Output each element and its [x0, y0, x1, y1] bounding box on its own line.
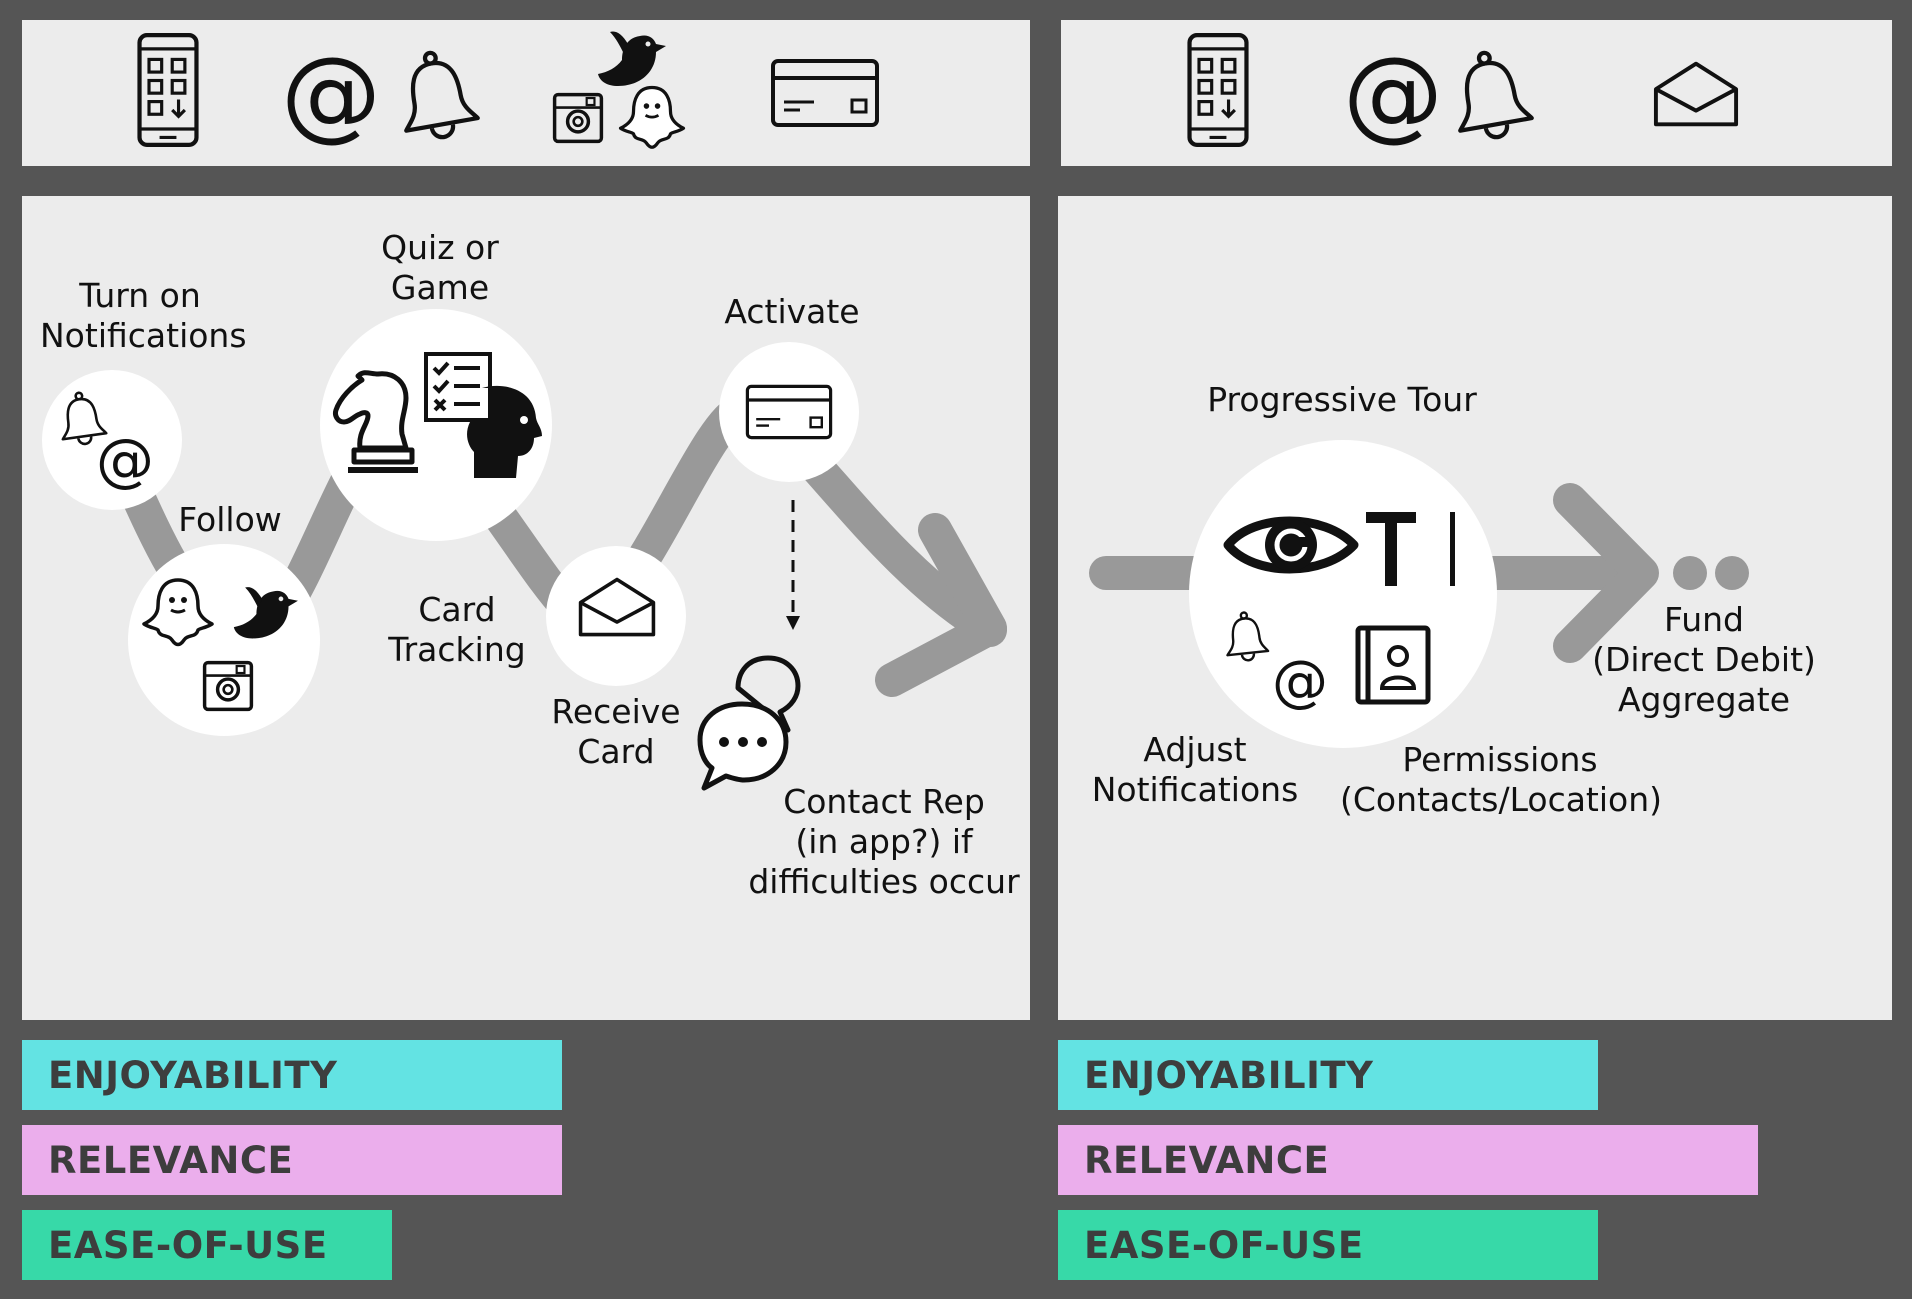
metric-label: RELEVANCE — [1084, 1139, 1330, 1182]
svg-text:@: @ — [1343, 35, 1443, 152]
node-progressive-tour — [1189, 440, 1497, 748]
label-progressive-tour: Progressive Tour — [1207, 380, 1477, 419]
label-permissions: Permissions (Contacts/Location) — [1340, 740, 1663, 819]
node-notifications — [42, 370, 182, 510]
label-quiz-or-game: Quiz or Game — [381, 228, 499, 307]
node-activate — [719, 342, 859, 482]
label-contact-rep: Contact Rep (in app?) if difficulties oc… — [748, 782, 1020, 901]
checklist-head-icon — [424, 352, 542, 478]
left-arrow-head — [875, 513, 1007, 697]
eye-icon — [1223, 516, 1359, 574]
text-cursor-icon — [1366, 512, 1455, 586]
continuation-dot — [1673, 556, 1707, 590]
at-sign-icon: @ — [1272, 649, 1328, 714]
right-metric-relevance: RELEVANCE — [1058, 1125, 1758, 1195]
metric-label: EASE-OF-USE — [48, 1224, 328, 1267]
node-quiz — [320, 309, 552, 541]
continuation-dot — [1715, 556, 1749, 590]
svg-text:@: @ — [281, 35, 381, 152]
right-metric-enjoyability: ENJOYABILITY — [1058, 1040, 1598, 1110]
chat-bubbles-icon — [697, 655, 801, 791]
right-metric-ease-of-use: EASE-OF-USE — [1058, 1210, 1598, 1280]
dashed-arrow-head — [786, 616, 800, 630]
contacts-book-icon — [1355, 625, 1431, 705]
label-turn-on-notifications: Turn on Notifications — [40, 276, 247, 355]
at-sign-icon: @ — [281, 35, 381, 152]
metric-label: ENJOYABILITY — [1084, 1054, 1374, 1097]
at-sign-icon: @ — [1343, 35, 1443, 152]
metric-label: ENJOYABILITY — [48, 1054, 338, 1097]
label-follow: Follow — [178, 500, 282, 539]
label-card-tracking: Card Tracking — [388, 590, 526, 669]
label-adjust-notifications: Adjust Notifications — [1091, 730, 1299, 809]
left-metric-ease-of-use: EASE-OF-USE — [22, 1210, 392, 1280]
chess-knight-icon — [333, 370, 418, 473]
label-fund: Fund (Direct Debit) Aggregate — [1592, 600, 1816, 719]
metric-label: EASE-OF-USE — [1084, 1224, 1364, 1267]
label-receive-card: Receive Card — [551, 692, 681, 771]
metric-label: RELEVANCE — [48, 1139, 294, 1182]
right-arrow-head — [1553, 483, 1659, 663]
node-receive-card — [546, 546, 686, 686]
at-sign-icon: @ — [96, 426, 154, 494]
left-header-panel — [22, 20, 1030, 166]
node-follow — [128, 544, 320, 736]
left-metric-relevance: RELEVANCE — [22, 1125, 562, 1195]
left-metric-enjoyability: ENJOYABILITY — [22, 1040, 562, 1110]
label-activate: Activate — [724, 292, 860, 331]
